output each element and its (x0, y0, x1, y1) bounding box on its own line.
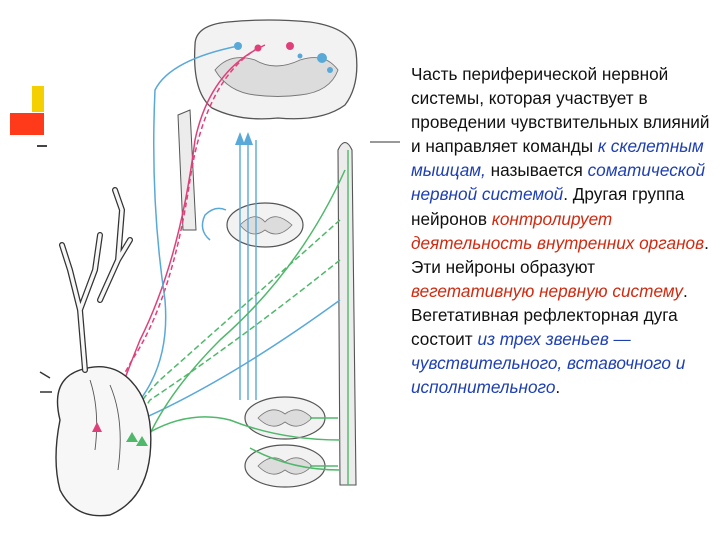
text-segment: соматической нервной системой (411, 160, 706, 205)
text-segment: Часть периферической нервной системы, ко… (411, 64, 710, 157)
spinal-cord-section-top (193, 19, 358, 120)
text-segment: контролирует деятельность внутренних орг… (411, 208, 705, 253)
decorative-yellow-block (32, 86, 44, 112)
description-text: Часть периферической нервной системы, ко… (411, 62, 711, 399)
text-segment: к скелетным мышцам, (411, 136, 704, 181)
text-segment: называется (485, 160, 588, 181)
heart-illustration (39, 187, 152, 517)
text-segment: . Вегетативная рефлекторная дуга состоит (411, 280, 688, 350)
text-segment: . (555, 377, 561, 398)
decorative-red-block (10, 113, 44, 135)
text-segment: . Эти нейроны образуют (411, 232, 709, 277)
text-segment: из трех звеньев — чувствительного, встав… (411, 329, 686, 398)
text-segment: вегетативную нервную систему (411, 280, 683, 301)
text-segment: . Другая группа нейронов (411, 184, 685, 229)
left-cord-trunk (177, 109, 197, 231)
sympathetic-trunk (337, 141, 400, 486)
spinal-cord-section-lower-1 (244, 396, 326, 440)
spinal-cord-section-middle (226, 202, 304, 248)
nervous-system-illustration (39, 19, 400, 517)
decorative-dash (37, 145, 47, 147)
